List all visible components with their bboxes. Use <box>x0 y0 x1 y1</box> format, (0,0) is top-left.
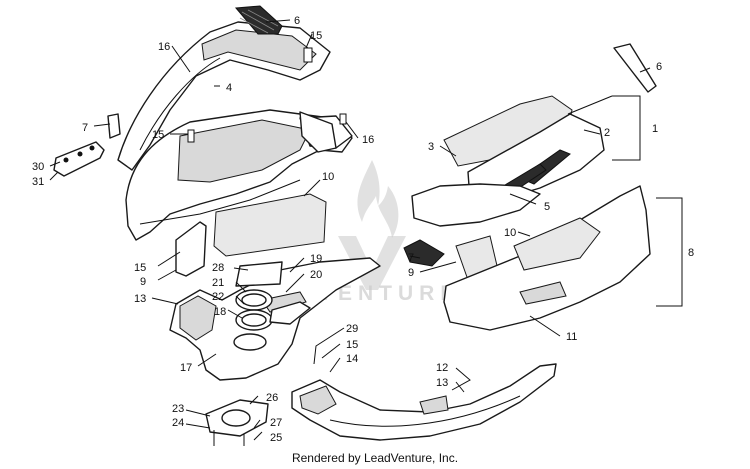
callout-13-left: 13 <box>134 293 146 305</box>
callout-7-right: 7 <box>408 252 414 264</box>
callout-9-left: 9 <box>140 276 146 288</box>
callout-10-right: 10 <box>504 227 516 239</box>
callout-7-left: 7 <box>82 122 88 134</box>
callout-19: 19 <box>310 253 322 265</box>
callout-10-left: 10 <box>322 171 334 183</box>
callout-16-right: 16 <box>362 134 374 146</box>
callout-15-mid: 15 <box>152 129 164 141</box>
bracket-assembly-8 <box>656 197 683 307</box>
callout-9-right: 9 <box>408 267 414 279</box>
part-clip-left <box>107 113 121 139</box>
callout-20: 20 <box>310 269 322 281</box>
part-side-panel-upper-right <box>443 95 605 201</box>
part-gauge-rings <box>233 289 273 351</box>
callout-16-top: 16 <box>158 41 170 53</box>
part-lower-plate <box>205 399 269 446</box>
footer-credit: Rendered by LeadVenture, Inc. <box>291 451 459 465</box>
callout-8: 8 <box>688 247 694 259</box>
callout-15-left: 15 <box>134 262 146 274</box>
part-belly-pan <box>291 363 557 441</box>
callout-29: 29 <box>346 323 358 335</box>
callout-6-left: 6 <box>294 15 300 27</box>
callout-2: 2 <box>604 127 610 139</box>
part-side-panel-left <box>175 221 207 277</box>
callout-15-top: 15 <box>310 30 322 42</box>
part-bracket-16 <box>299 111 337 153</box>
watermark-logo <box>338 160 406 290</box>
callout-labels: 1 2 3 4 5 6 6 7 7 8 9 9 10 10 11 12 13 1… <box>32 15 694 444</box>
part-side-panel-lower-right <box>411 183 541 227</box>
callout-13-right: 13 <box>436 377 448 389</box>
watermark-text: VENTURE <box>318 282 460 305</box>
callout-5: 5 <box>544 201 550 213</box>
part-trim-19-20 <box>269 301 311 325</box>
part-vent-grille-left <box>234 5 283 35</box>
callout-11: 11 <box>566 331 577 343</box>
part-side-panel-assembly-8 <box>443 185 651 331</box>
callout-26: 26 <box>266 392 278 404</box>
callout-24: 24 <box>172 417 184 429</box>
callout-22: 22 <box>212 291 224 303</box>
callout-4: 4 <box>226 82 232 94</box>
callout-25: 25 <box>270 432 282 444</box>
callout-21: 21 <box>212 277 224 289</box>
callout-6-right: 6 <box>656 61 662 73</box>
bracket-assembly-1 <box>612 95 641 161</box>
callout-28: 28 <box>212 262 224 274</box>
callout-30: 30 <box>32 161 44 173</box>
callout-15-lower: 15 <box>346 339 358 351</box>
part-vent-grille-right <box>613 43 657 93</box>
callout-17: 17 <box>180 362 192 374</box>
callout-31: 31 <box>32 176 44 188</box>
leader-lines <box>49 19 651 441</box>
part-bracket-30-31 <box>53 141 105 177</box>
callout-3: 3 <box>428 141 434 153</box>
callout-27: 27 <box>270 417 282 429</box>
callout-12: 12 <box>436 362 448 374</box>
callout-23: 23 <box>172 403 184 415</box>
callout-18: 18 <box>214 306 226 318</box>
part-insulation-pad-left <box>213 193 327 257</box>
callout-14: 14 <box>346 353 358 365</box>
part-upper-cowl <box>117 21 331 171</box>
part-fasteners <box>187 47 347 143</box>
part-vent-grille-7-right <box>403 239 445 267</box>
callout-1: 1 <box>652 123 658 135</box>
